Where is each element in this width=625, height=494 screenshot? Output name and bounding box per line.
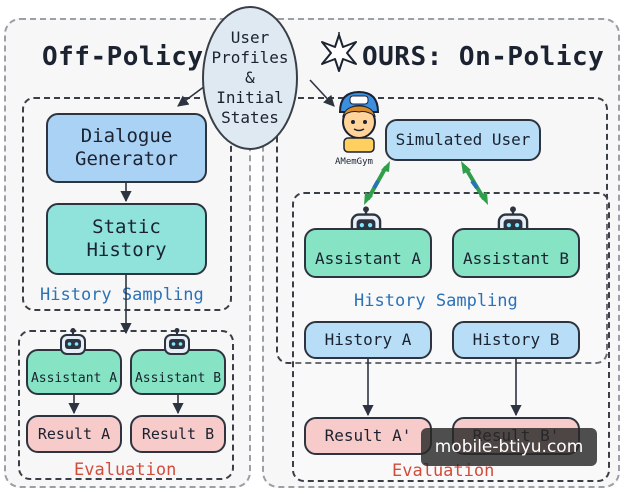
off-history-sampling-label: History Sampling bbox=[40, 285, 204, 305]
on-assistant-b-node: Assistant B bbox=[452, 228, 580, 278]
on-evaluation-label: Evaluation bbox=[392, 461, 495, 481]
off-result-b-node: Result B bbox=[130, 415, 226, 453]
off-policy-history-box bbox=[22, 97, 232, 311]
simulated-user-node: Simulated User bbox=[385, 119, 541, 161]
off-result-a-node: Result A bbox=[26, 415, 122, 453]
on-history-sampling-label: History Sampling bbox=[354, 291, 518, 311]
off-assistant-b-node: Assistant B bbox=[130, 349, 226, 395]
on-assistant-a-node: Assistant A bbox=[304, 228, 432, 278]
on-result-a-node: Result A' bbox=[304, 417, 432, 455]
robot-icon bbox=[164, 328, 190, 355]
on-policy-title: OURS: On-Policy bbox=[362, 42, 605, 72]
off-policy-title: Off-Policy bbox=[42, 42, 204, 72]
dialogue-generator-node: Dialogue Generator bbox=[46, 113, 207, 183]
bidirectional-arrow-a bbox=[364, 161, 390, 205]
user-avatar-icon bbox=[338, 90, 380, 153]
static-history-node: Static History bbox=[46, 203, 207, 275]
watermark: mobile-btiyu.com bbox=[421, 428, 597, 466]
off-evaluation-label: Evaluation bbox=[74, 460, 177, 480]
star-burst-icon bbox=[321, 32, 357, 72]
history-b-node: History B bbox=[452, 321, 580, 359]
on-policy-loop-box bbox=[276, 97, 608, 364]
off-assistant-a-node: Assistant A bbox=[26, 349, 122, 395]
amemgym-tag: AMemGym bbox=[335, 157, 373, 167]
robot-icon bbox=[60, 328, 86, 355]
user-profiles-ellipse: User Profiles & Initial States bbox=[202, 6, 298, 150]
history-a-node: History A bbox=[304, 321, 432, 359]
bidirectional-arrow-b bbox=[461, 161, 488, 205]
